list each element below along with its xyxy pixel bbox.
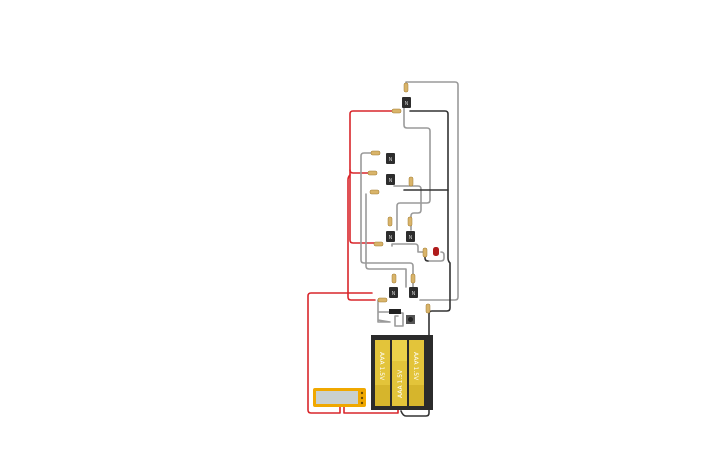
wire-gray[interactable] [394,312,404,327]
resistor[interactable] [387,216,393,227]
battery-cell: AAA 1.5V [409,340,424,406]
led[interactable] [433,247,439,256]
wire-red[interactable] [347,174,376,301]
wire-dark[interactable] [424,251,429,262]
transistor[interactable]: N [389,287,398,298]
wire-red[interactable] [343,405,399,414]
push-button[interactable] [406,315,415,324]
wire-gray[interactable] [377,299,391,323]
resistors [367,82,431,314]
resistor[interactable] [403,82,409,93]
battery-cell: AAA 1.5V [375,340,390,406]
battery-cell: AAA 1.5V [392,340,407,406]
wire-dark[interactable] [403,110,449,191]
transistor[interactable]: N [402,97,411,108]
wire-red[interactable] [307,292,373,414]
resistor[interactable] [367,170,378,176]
transistor[interactable]: N [386,153,395,164]
transistor[interactable]: N [386,174,395,185]
multimeter[interactable] [313,388,366,407]
svg-text:N: N [412,291,416,297]
resistor[interactable] [377,297,388,303]
wire-gray[interactable] [396,107,431,231]
svg-text:N: N [409,235,413,241]
resistor[interactable] [422,247,428,258]
wire-red[interactable] [349,110,395,174]
svg-text:AAA 1.5V: AAA 1.5V [412,352,419,381]
svg-text:N: N [405,101,409,107]
wire-gray[interactable] [360,152,414,288]
svg-text:N: N [389,178,393,184]
wire-gray[interactable] [365,193,407,288]
resistor[interactable] [373,241,384,247]
svg-text:N: N [389,235,393,241]
wire-red[interactable] [349,169,376,244]
resistor[interactable] [410,273,416,284]
battery-pack[interactable]: AAA 1.5V AAA 1.5V AAA 1.5V [371,335,433,410]
svg-text:AAA 1.5V: AAA 1.5V [397,369,404,398]
transistor[interactable]: N [409,287,418,298]
wire-gray[interactable] [427,251,445,262]
resistor[interactable] [391,273,397,284]
resistor[interactable] [370,150,381,156]
transistors: N N N N N N N [386,97,418,298]
slide-switch[interactable] [389,309,401,314]
wire-gray[interactable] [393,185,422,231]
svg-text:N: N [392,291,396,297]
transistor[interactable]: N [386,231,395,242]
resistor[interactable] [407,216,413,227]
svg-text:N: N [389,157,393,163]
resistor[interactable] [369,189,380,195]
wire-gray[interactable] [405,81,459,301]
resistor[interactable] [408,176,414,187]
wire-gray[interactable] [391,243,426,253]
resistor[interactable] [425,303,431,314]
resistor[interactable] [391,108,402,114]
svg-text:AAA 1.5V: AAA 1.5V [378,352,385,381]
transistor[interactable]: N [406,231,415,242]
